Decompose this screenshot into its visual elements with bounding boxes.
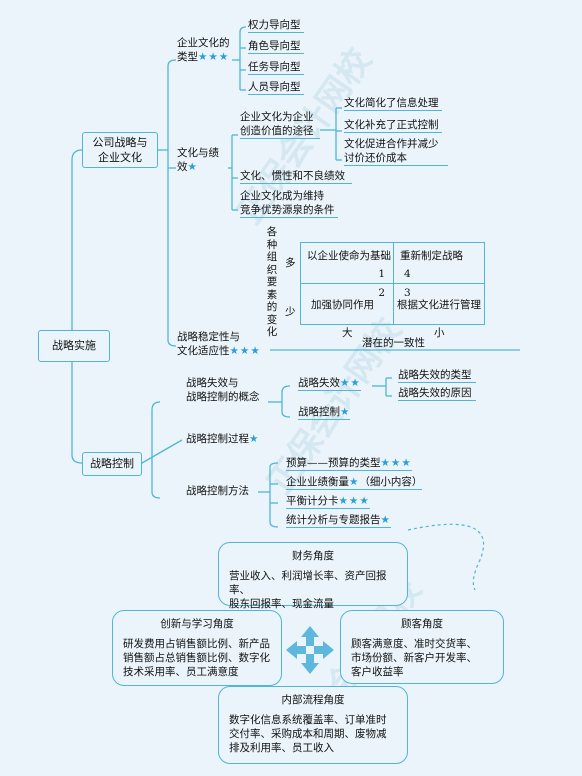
type-item: 人员导向型 [248,80,304,95]
matrix-cell-4: 重新制定战略 4 [393,242,485,284]
advantage-node: 企业文化成为维持 竞争优势源泉的条件 [240,189,338,218]
bsc-node: 平衡计分卡★★★ [286,494,370,509]
type-item: 角色导向型 [248,39,304,54]
learning-body: 研发费用占销售额比例、新产品 销售额占总销售额比例、数字化 技术采用率、员工满意… [123,638,270,678]
star-rating: ★★ [340,377,361,389]
culture-performance-node: 文化与绩 效★ [177,146,229,174]
finance-body: 营业收入、利润增长率、资产回报率、 股东回报率、现金流量 [229,570,387,610]
type-item: 权力导向型 [248,18,304,33]
stats-label: 统计分析与专题报告 [286,514,381,526]
learning-title: 创新与学习角度 [160,618,234,630]
bsc-internal-box: 内部流程角度 数字化信息系统覆盖率、订单准时 交付率、采购成本和周期、废物减 排… [218,686,408,764]
internal-title: 内部流程角度 [281,694,345,706]
finance-title: 财务角度 [292,550,334,562]
failure-item: 战略失效的类型 [398,368,476,383]
star-rating: ★★★ [380,457,412,469]
control-process-node: 战略控制过程★ [186,432,259,446]
stability-label: 战略稳定性与 文化适应性 [177,331,240,357]
star-rating: ★ [187,161,198,173]
type-item: 任务导向型 [248,60,304,75]
q2-label: 加强协同作用 [311,299,374,311]
budget-label: 预算——预算的类型 [286,457,381,469]
path-item: 文化简化了信息处理 [344,96,442,111]
axis-few: 少 [285,306,296,318]
control-methods-node: 战略控制方法 [186,485,249,497]
inertia-node: 文化、惯性和不良绩效 [240,169,352,184]
customer-body: 顾客满意度、准时交货率、 市场份额、新客户开发率、 客户收益率 [351,638,477,678]
root-node: 战略实施 [38,330,110,362]
culture-types-label: 企业文化的 类型 [177,37,230,63]
value-path-node: 企业文化为企业 创造价值的途径 [240,110,320,139]
star-rating: ★★★ [198,51,230,63]
path-item: 文化补充了正式控制 [344,118,442,133]
strategy-failure-node: 战略失效★★ [298,376,361,391]
matrix-cell-2: 2 加强协同作用 [300,283,394,325]
bsc-label: 平衡计分卡 [286,495,339,507]
stability-node: 战略稳定性与 文化适应性★★★ [177,330,277,358]
q1-label: 以企业使命为基础 [307,250,391,262]
concept-node: 战略失效与 战略控制的概念 [186,377,260,403]
q3-label: 根据文化进行管理 [397,299,481,311]
failure-item: 战略失效的原因 [398,386,476,401]
axis-small: 小 [434,327,445,339]
performance-measure-label: 企业业绩衡量 [286,476,349,488]
star-rating: ★ [380,514,391,526]
section-strategic-control: 战略控制 [82,452,142,476]
bsc-finance-box: 财务角度 营业收入、利润增长率、资产回报率、 股东回报率、现金流量 [218,542,408,610]
q4-label: 重新制定战略 [400,250,463,262]
path-item: 文化促进合作并减少 讨价还价成本 [344,137,448,166]
control-node: 战略控制★ [298,405,351,420]
budget-node: 预算——预算的类型★★★ [286,456,412,471]
performance-measure-node: 企业业绩衡量★（细小内容） [286,475,423,490]
matrix-cell-3: 3 根据文化进行管理 [393,283,485,325]
matrix-cell-1: 以企业使命为基础 1 [300,242,394,284]
control-label: 战略控制 [298,406,340,418]
star-rating: ★★★ [338,495,370,507]
axis-many: 多 [285,257,296,269]
culture-types-node: 企业文化的 类型★★★ [177,36,230,64]
bsc-customer-box: 顾客角度 顾客满意度、准时交货率、 市场份额、新客户开发率、 客户收益率 [340,610,504,684]
internal-body: 数字化信息系统覆盖率、订单准时 交付率、采购成本和周期、废物减 排及利用率、员工… [229,714,387,754]
performance-measure-note: （细小内容） [359,476,423,488]
q1-number: 1 [378,268,385,280]
customer-title: 顾客角度 [401,618,443,630]
q4-number: 4 [404,268,411,280]
star-rating: ★★★ [229,345,261,357]
star-rating: ★ [349,476,360,488]
stats-node: 统计分析与专题报告★ [286,513,391,528]
q2-number: 2 [378,287,385,299]
q3-number: 3 [404,287,411,299]
section-strategy-culture: 公司战略与 企业文化 [82,132,158,168]
consistency-label: 潜在的一致性 [362,337,425,349]
axis-big: 大 [342,327,353,339]
star-rating: ★ [249,433,260,445]
control-process-label: 战略控制过程 [186,433,249,445]
star-rating: ★ [340,406,351,418]
strategy-failure-label: 战略失效 [298,377,340,389]
matrix-vertical-label: 各 种 组 织 要 素 的 变 化 [266,226,278,338]
culture-performance-label: 文化与绩 效 [177,147,219,173]
bsc-learning-box: 创新与学习角度 研发费用占销售额比例、新产品 销售额占总销售额比例、数字化 技术… [112,610,282,686]
